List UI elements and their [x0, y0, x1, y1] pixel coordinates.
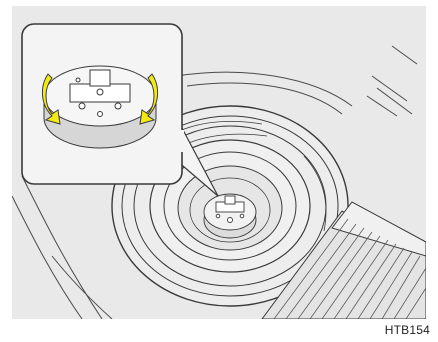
spare-tire-figure [12, 6, 426, 319]
spare-tire-illustration [12, 6, 426, 319]
figure-code: HTB154 [385, 323, 430, 337]
spare-tire-hold-down-bolt [204, 194, 256, 238]
enlarged-hold-down-bolt [44, 66, 156, 148]
zoom-inset [22, 24, 184, 184]
